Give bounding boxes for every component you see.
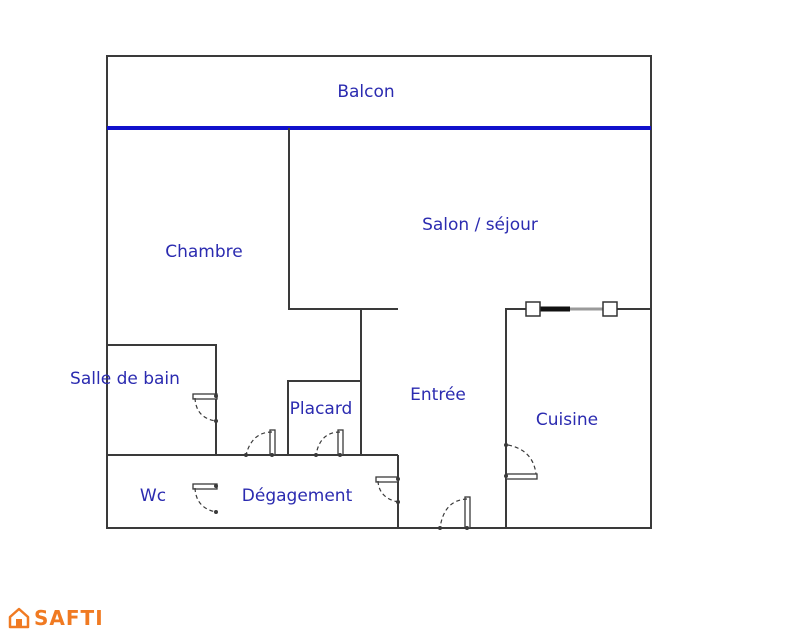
label-wc: Wc — [140, 486, 166, 506]
window — [525, 301, 618, 317]
label-balcon: Balcon — [337, 82, 394, 102]
outer-wall — [106, 55, 652, 529]
label-degagement: Dégagement — [242, 486, 353, 506]
door-wc — [192, 483, 218, 514]
door-entree — [375, 476, 400, 504]
logo-text: SAFTI — [34, 606, 104, 630]
label-salle-de-bain: Salle de bain — [70, 369, 180, 389]
label-placard: Placard — [290, 399, 353, 419]
label-chambre: Chambre — [165, 242, 243, 262]
door-salle-de-bain — [192, 393, 218, 423]
label-salon: Salon / séjour — [422, 215, 538, 235]
door-placard — [314, 429, 344, 457]
safti-logo: SAFTI — [8, 606, 104, 630]
interior-walls — [107, 128, 651, 528]
door-front — [438, 496, 471, 530]
door-cuisine — [504, 443, 538, 480]
label-entree: Entrée — [410, 385, 466, 405]
house-icon — [8, 607, 30, 629]
door-degagement-left — [244, 429, 276, 457]
label-cuisine: Cuisine — [536, 410, 598, 430]
